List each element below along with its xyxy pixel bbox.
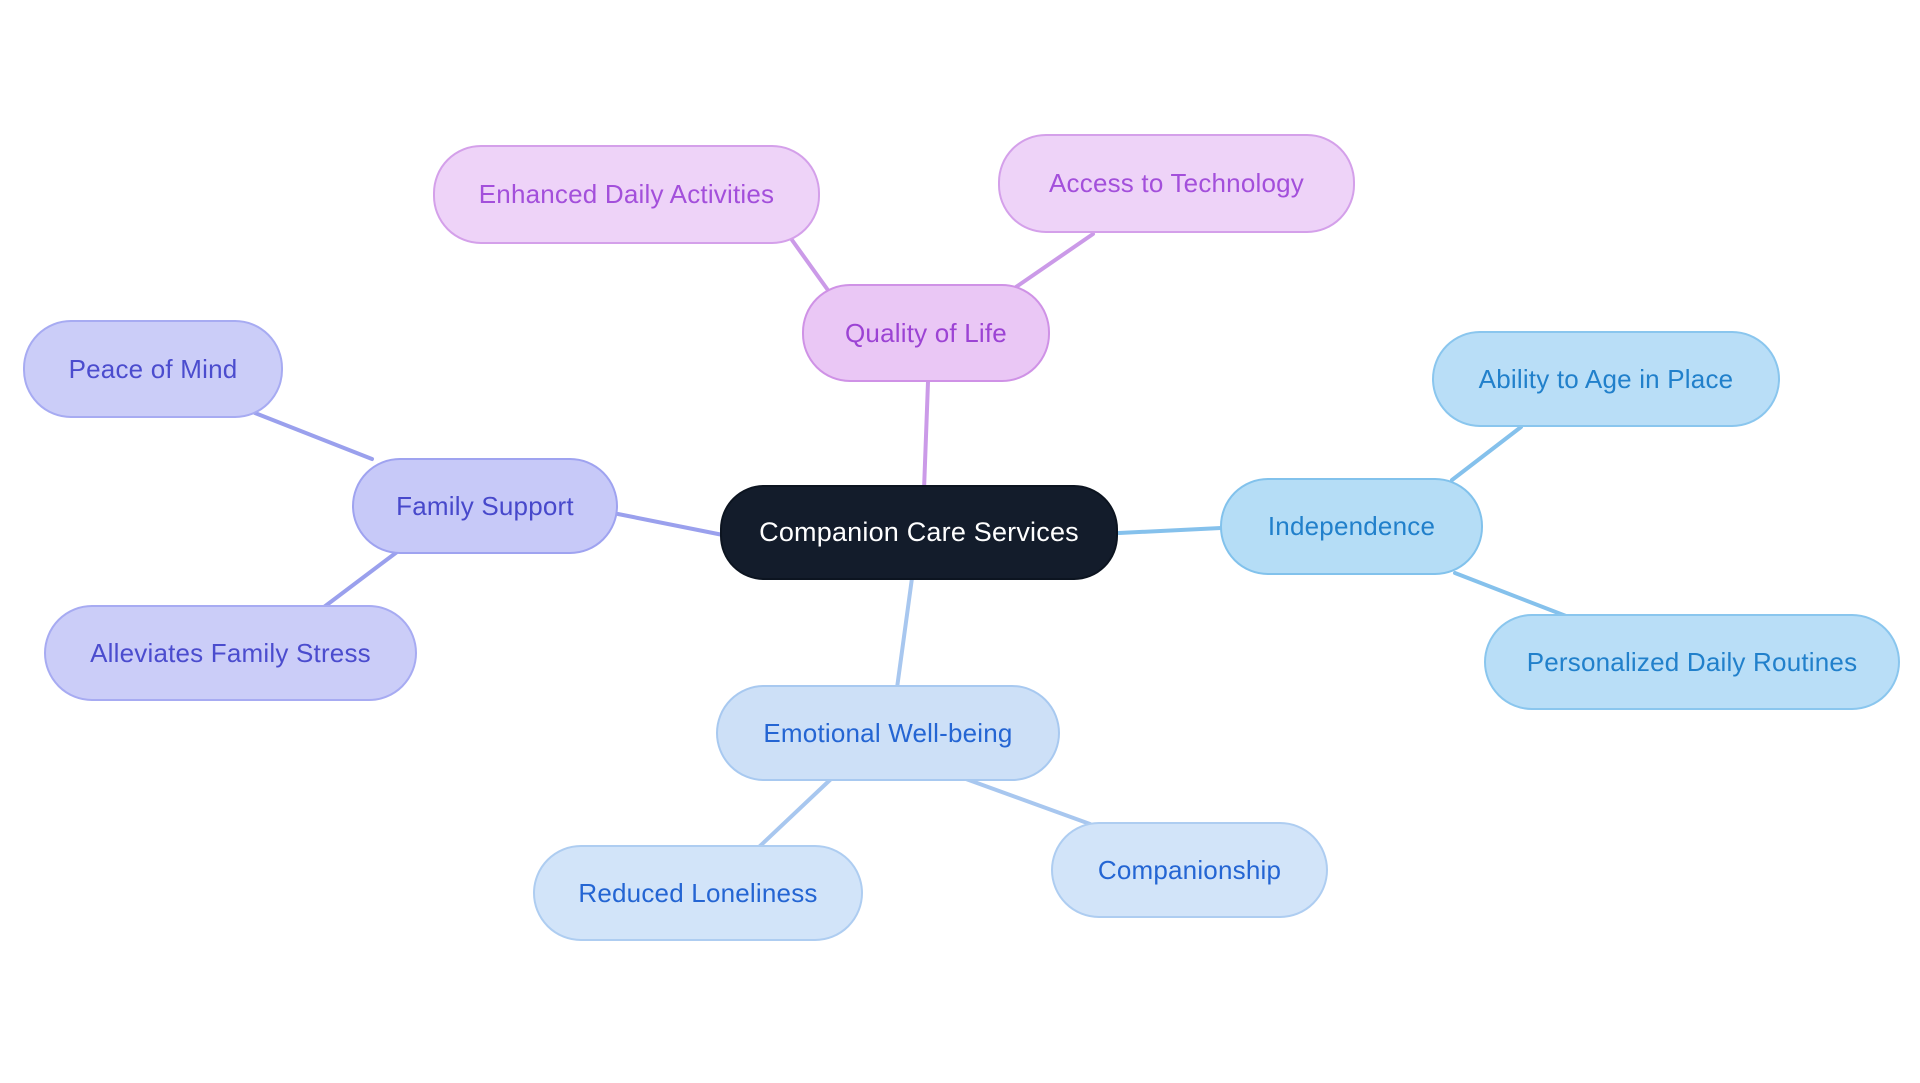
edge-family-peace-of-mind bbox=[253, 411, 374, 461]
node-companion-care-services[interactable]: Companion Care Services bbox=[720, 485, 1118, 580]
edge-emotional-reduced-loneliness bbox=[757, 777, 833, 849]
node-ability-to-age-in-place[interactable]: Ability to Age in Place bbox=[1432, 331, 1780, 427]
node-emotional-well-being[interactable]: Emotional Well-being bbox=[716, 685, 1060, 781]
node-enhanced-daily-activities[interactable]: Enhanced Daily Activities bbox=[433, 145, 820, 244]
edge-family-alleviates-family-stress bbox=[322, 550, 399, 609]
node-peace-of-mind[interactable]: Peace of Mind bbox=[23, 320, 283, 418]
edge-center-emotional-well-being bbox=[895, 576, 914, 690]
node-quality-of-life[interactable]: Quality of Life bbox=[802, 284, 1050, 382]
edge-center-independence bbox=[1117, 526, 1223, 535]
node-alleviates-family-stress[interactable]: Alleviates Family Stress bbox=[44, 605, 417, 701]
node-reduced-loneliness[interactable]: Reduced Loneliness bbox=[533, 845, 863, 941]
edge-independence-ability-to-age-in-place bbox=[1450, 425, 1523, 482]
node-companionship[interactable]: Companionship bbox=[1051, 822, 1328, 918]
edge-center-family-support bbox=[616, 512, 730, 538]
node-personalized-daily-routines[interactable]: Personalized Daily Routines bbox=[1484, 614, 1900, 710]
node-family-support[interactable]: Family Support bbox=[352, 458, 618, 554]
edge-emotional-companionship bbox=[964, 777, 1092, 826]
edge-center-quality-of-life bbox=[922, 380, 930, 492]
edge-quality-access-to-technology bbox=[1014, 232, 1095, 289]
edge-independence-personalized-daily-routines bbox=[1453, 571, 1568, 618]
node-access-to-technology[interactable]: Access to Technology bbox=[998, 134, 1355, 233]
node-independence[interactable]: Independence bbox=[1220, 478, 1483, 575]
edge-quality-enhanced-daily-activities bbox=[790, 238, 832, 295]
